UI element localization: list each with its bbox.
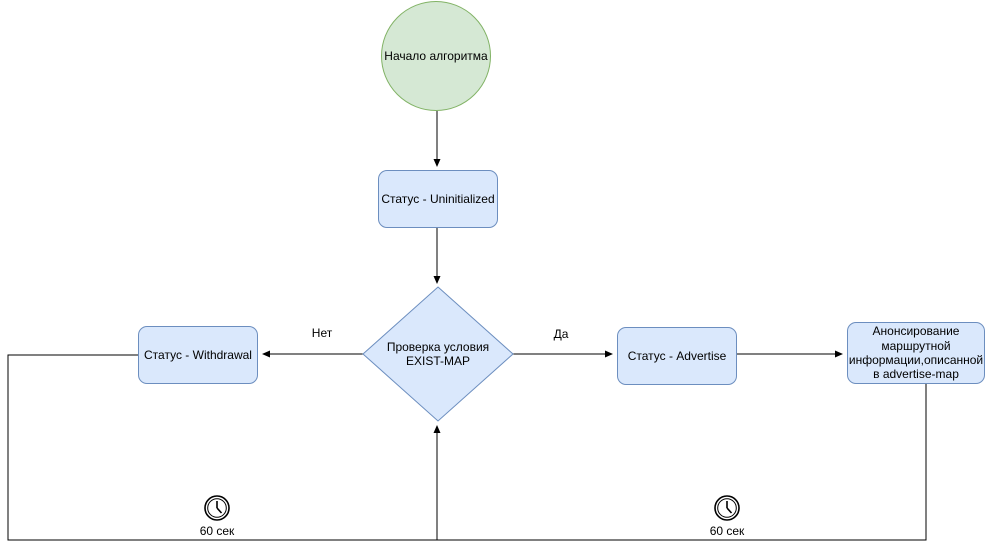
node-start-label: Начало алгоритма — [384, 48, 488, 63]
node-status-advertise-label: Статус - Advertise — [627, 348, 727, 363]
node-status-withdrawal: Статус - Withdrawal — [138, 326, 258, 384]
edge-label-no: Нет — [309, 326, 335, 340]
timer-label-right: 60 сек — [709, 524, 745, 538]
clock-icon — [714, 495, 740, 521]
advertise-map-line3: информации,описанной — [848, 353, 984, 367]
decision-label-line2: EXIST-MAP — [405, 354, 470, 368]
advertise-map-line4: в advertise-map — [873, 367, 959, 382]
node-status-withdrawal-label: Статус - Withdrawal — [144, 347, 252, 362]
node-advertise-map: Анонсирование маршрутной информации,опис… — [847, 322, 985, 384]
decision-label-line1: Проверка условия — [386, 339, 490, 354]
edge-advertise-map-loop — [437, 384, 927, 541]
node-decision-exist-map: Проверка условия EXIST-MAP — [363, 287, 513, 421]
edge-label-yes: Да — [551, 327, 571, 341]
advertise-map-line1: Анонсирование — [872, 324, 960, 339]
node-status-advertise: Статус - Advertise — [617, 327, 737, 385]
node-start: Начало алгоритма — [381, 1, 491, 111]
node-status-uninitialized: Статус - Uninitialized — [378, 170, 498, 228]
decision-diamond-shape — [362, 286, 514, 422]
clock-icon — [204, 495, 230, 521]
timer-label-left: 60 сек — [199, 524, 235, 538]
edge-withdrawal-loop — [7, 354, 441, 541]
advertise-map-line2: маршрутной — [881, 338, 951, 353]
node-status-uninitialized-label: Статус - Uninitialized — [381, 191, 495, 206]
advertise-map-label: Анонсирование маршрутной информации,опис… — [849, 324, 983, 382]
